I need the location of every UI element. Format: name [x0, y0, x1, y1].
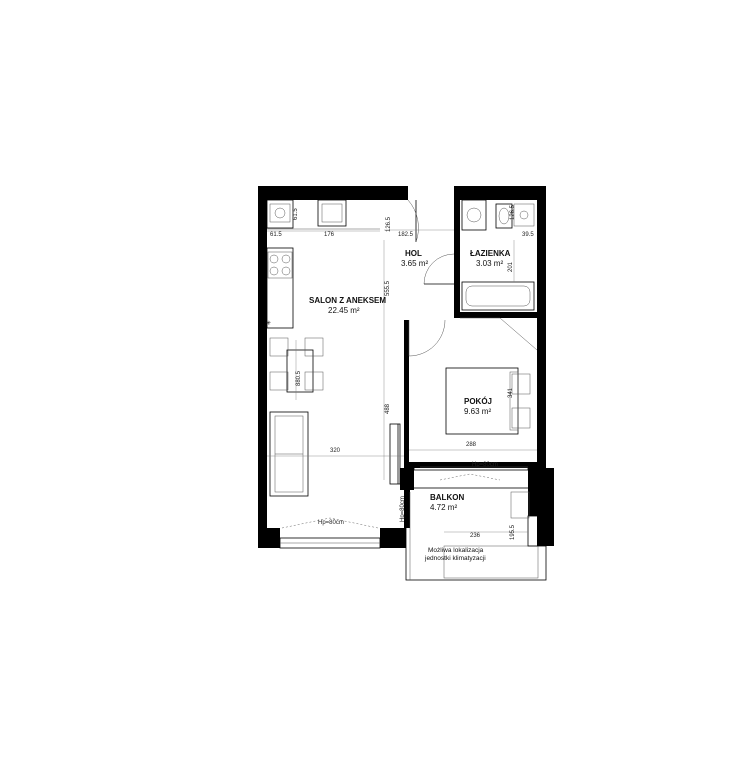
- balcony: [405, 487, 547, 581]
- lazienka-area: 3.03 m²: [476, 259, 503, 268]
- exterior-walls: [258, 186, 554, 548]
- ac-note-line1: Możliwa lokalizacja: [428, 547, 484, 554]
- dim-320: 320: [330, 448, 341, 454]
- dimension-lines: [267, 229, 537, 533]
- window-label-pokoj: Hp=80cm: [472, 462, 498, 468]
- bed: [445, 367, 531, 435]
- dim-39: 39.5: [522, 232, 534, 238]
- dim-61-left: 61.5: [270, 232, 282, 238]
- dim-126-bath: 126.5: [510, 204, 516, 220]
- hol-name: HOL: [405, 249, 422, 258]
- svg-text:✳: ✳: [266, 320, 271, 327]
- dim-236: 236: [470, 533, 481, 539]
- salon-area: 22.45 m²: [328, 306, 360, 315]
- dim-615-top: 61.5: [293, 208, 299, 220]
- dim-341: 341: [508, 387, 514, 398]
- lazienka-name: ŁAZIENKA: [470, 249, 511, 258]
- tv-unit: [389, 423, 401, 485]
- hol-area: 3.65 m²: [401, 259, 428, 268]
- pokoj-area: 9.63 m²: [464, 407, 491, 416]
- dimension-labels: 61.5 61.5 176 126.5 182.5 126.5 39.5 201…: [270, 204, 534, 540]
- kitchen: ✳: [266, 199, 380, 329]
- dim-555: 555.5: [385, 280, 391, 296]
- dim-195: 195.5: [510, 524, 516, 540]
- dining-table: [269, 337, 324, 393]
- dim-176: 176: [324, 232, 335, 238]
- dim-201: 201: [508, 261, 514, 272]
- interior-walls: [404, 200, 537, 528]
- ac-note-line2: jednostki klimatyzacji: [424, 555, 486, 562]
- salon-name: SALON Z ANEKSEM: [309, 296, 386, 305]
- pokoj-name: POKÓJ: [464, 397, 492, 406]
- windows: [279, 463, 529, 549]
- balkon-name: BALKON: [430, 493, 464, 502]
- sofa: [269, 411, 309, 497]
- doors: [407, 199, 538, 357]
- window-labels: Hp=80cm Hp=80cm Hp=80cm: [318, 462, 498, 526]
- dim-126-hol: 126.5: [386, 216, 392, 232]
- ac-note: Możliwa lokalizacja jednostki klimatyzac…: [424, 547, 486, 562]
- dim-488: 488: [385, 403, 391, 414]
- balkon-area: 4.72 m²: [430, 503, 457, 512]
- dim-182: 182.5: [398, 232, 414, 238]
- dim-288: 288: [466, 442, 477, 448]
- bathroom-fixtures: [461, 199, 535, 311]
- window-label-balkon: Hp=80cm: [400, 496, 406, 522]
- dim-880: 880.5: [296, 370, 302, 386]
- room-labels: SALON Z ANEKSEM 22.45 m² HOL 3.65 m² ŁAZ…: [309, 249, 511, 512]
- window-label-salon: Hp=80cm: [318, 520, 344, 526]
